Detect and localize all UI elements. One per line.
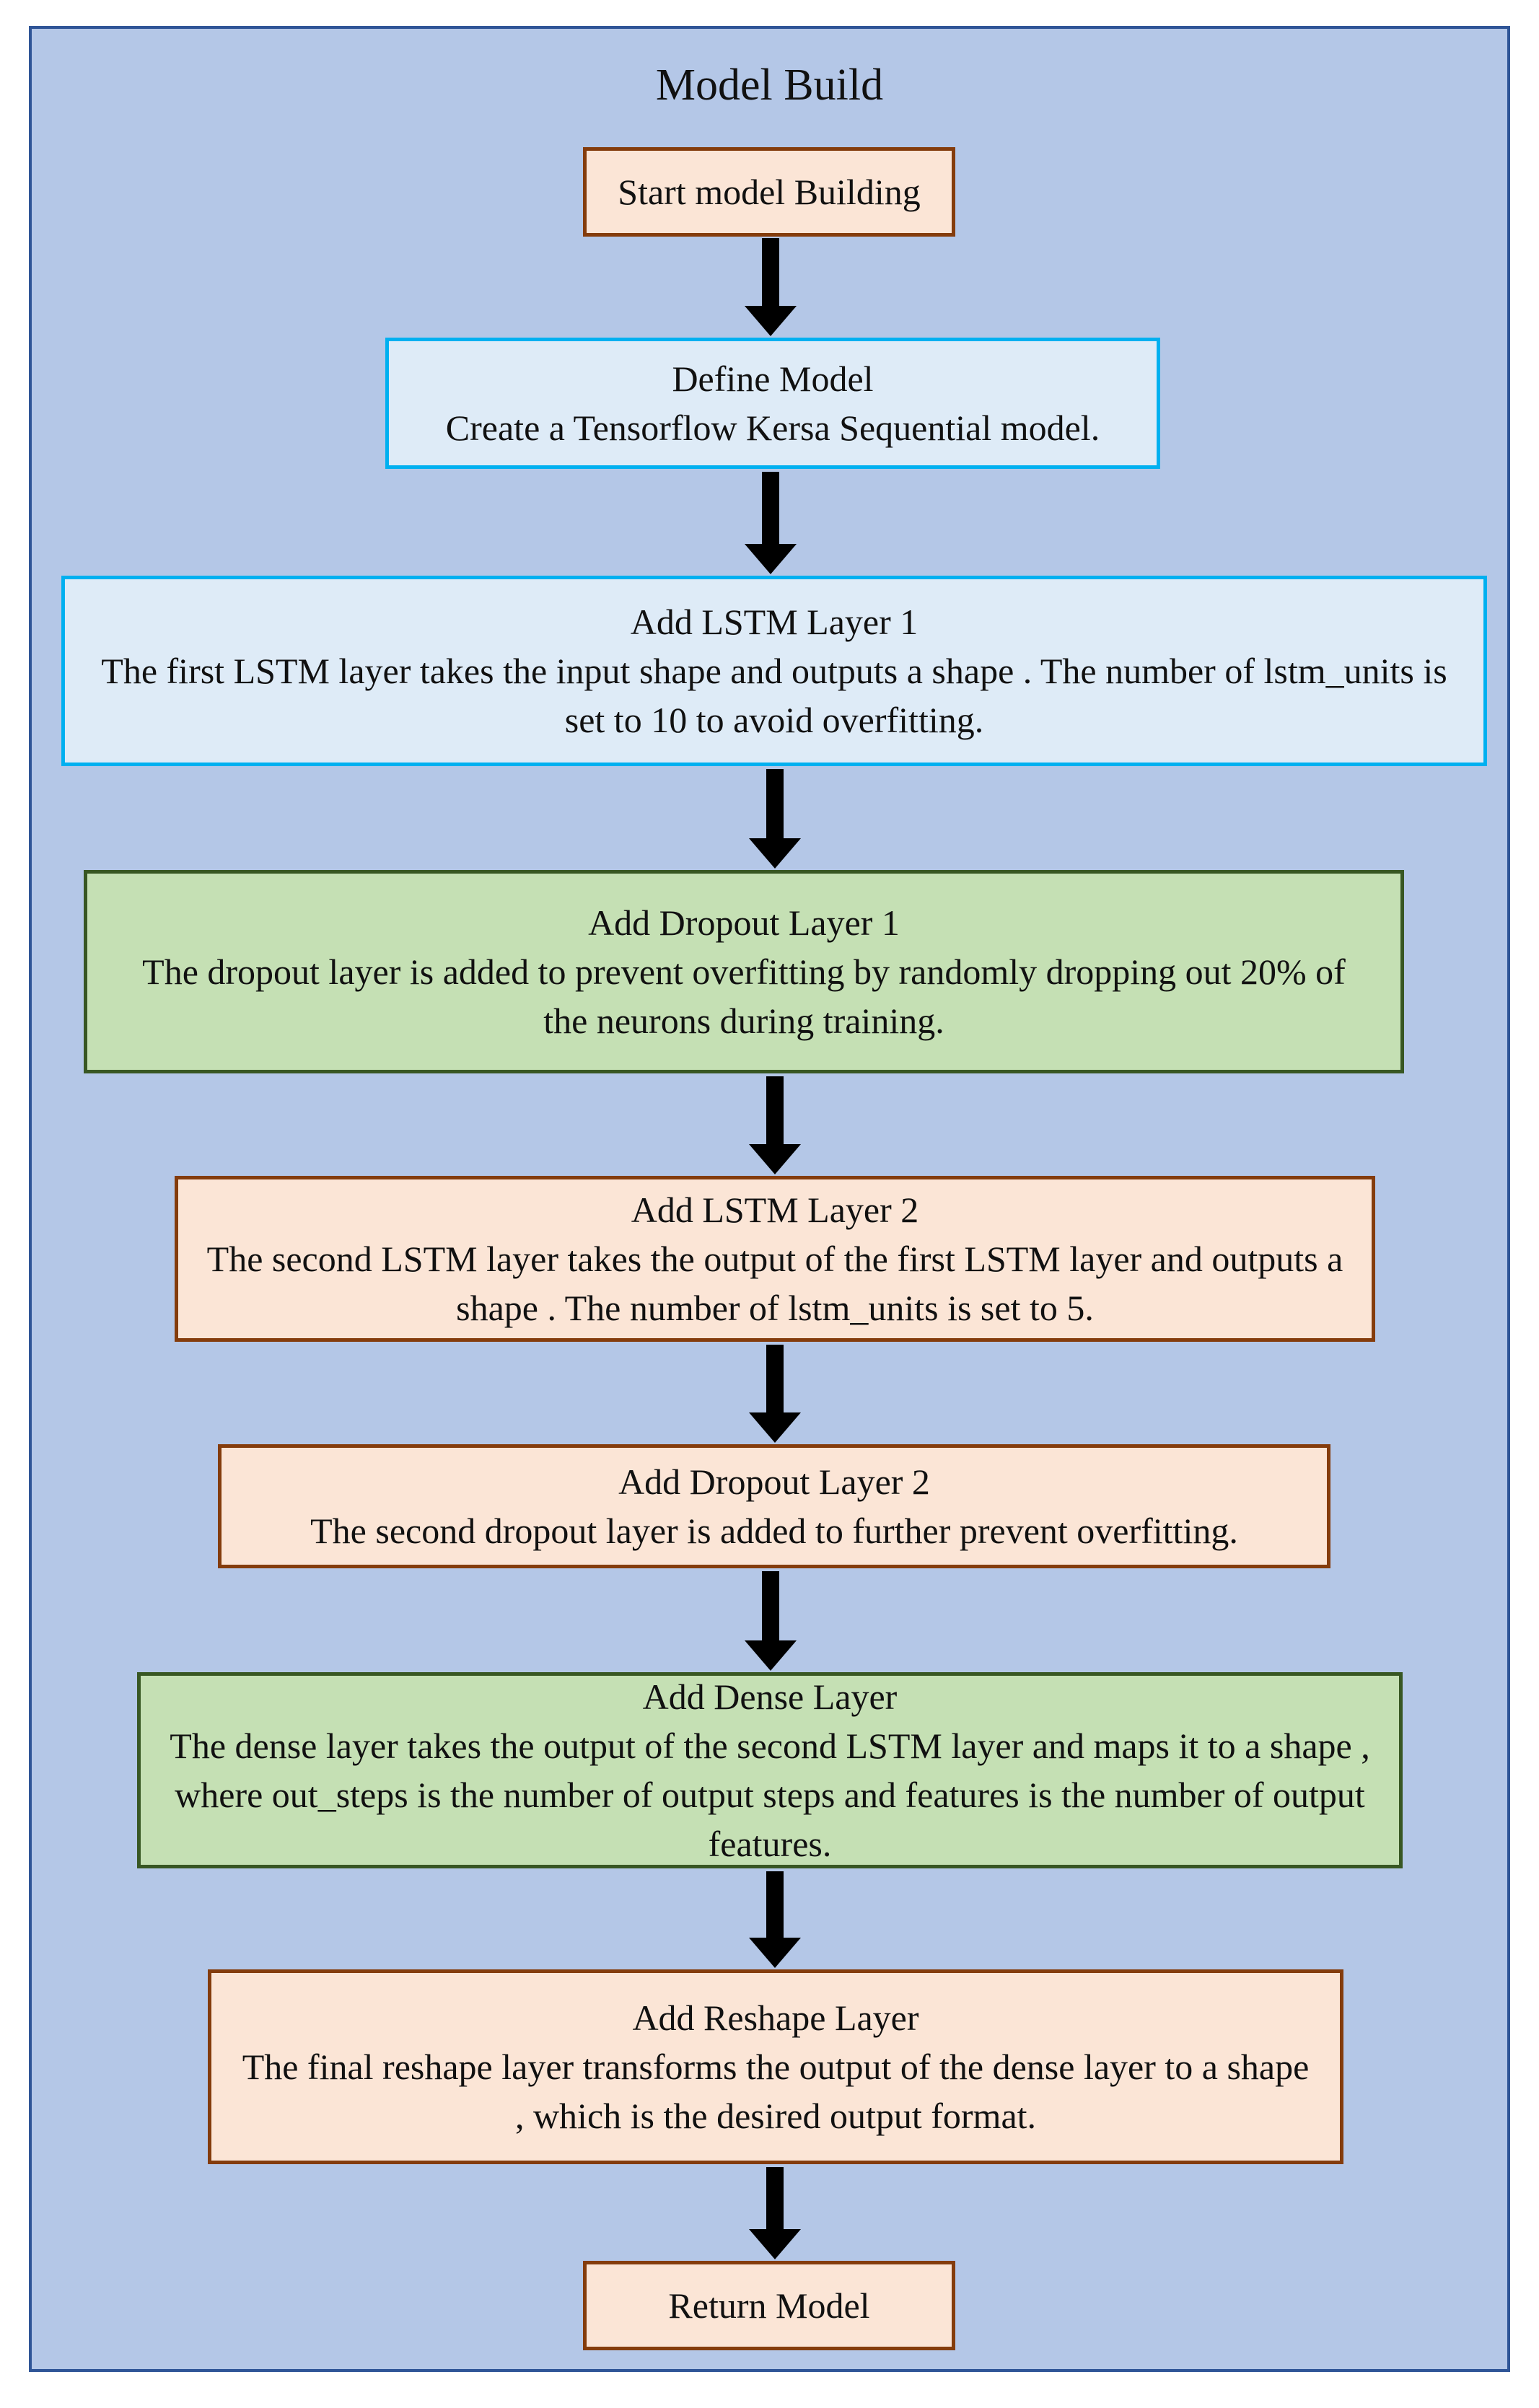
step-title: Add LSTM Layer 2 (631, 1190, 919, 1230)
arrow-5 (749, 1345, 801, 1443)
step-title: Add Dropout Layer 1 (588, 902, 900, 943)
step-title: Add Dropout Layer 2 (618, 1462, 930, 1502)
step-description: Create a Tensorflow Kersa Sequential mod… (445, 408, 1100, 448)
step-title: Define Model (672, 359, 874, 399)
step-title: Add Reshape Layer (632, 1998, 919, 2038)
arrow-1 (745, 238, 797, 336)
step-return-model: Return Model (583, 2261, 955, 2350)
arrow-3 (749, 769, 801, 869)
diagram-title: Model Build (655, 61, 884, 110)
arrow-2 (745, 472, 797, 574)
step-add-dropout-layer-1: Add Dropout Layer 1 The dropout layer is… (84, 870, 1404, 1073)
arrow-7 (749, 1871, 801, 1968)
step-description: The dropout layer is added to prevent ov… (142, 952, 1346, 1041)
arrow-8 (749, 2167, 801, 2259)
step-description: The first LSTM layer takes the input sha… (101, 651, 1447, 740)
step-description: The final reshape layer transforms the o… (242, 2047, 1310, 2136)
step-title: Add LSTM Layer 1 (630, 602, 918, 642)
step-title: Start model Building (618, 172, 921, 212)
step-title: Add Dense Layer (642, 1677, 898, 1717)
step-define-model: Define Model Create a Tensorflow Kersa S… (385, 338, 1160, 469)
arrow-4 (749, 1076, 801, 1174)
step-description: The second dropout layer is added to fur… (310, 1511, 1238, 1551)
step-title: Return Model (668, 2285, 870, 2326)
step-start-model-building: Start model Building (583, 147, 955, 237)
step-add-dropout-layer-2: Add Dropout Layer 2 The second dropout l… (218, 1444, 1330, 1568)
step-description: The second LSTM layer takes the output o… (206, 1239, 1343, 1328)
step-description: The dense layer takes the output of the … (170, 1726, 1370, 1864)
step-add-reshape-layer: Add Reshape Layer The final reshape laye… (208, 1969, 1343, 2164)
step-add-lstm-layer-2: Add LSTM Layer 2 The second LSTM layer t… (175, 1176, 1375, 1342)
step-add-dense-layer: Add Dense Layer The dense layer takes th… (137, 1672, 1403, 1868)
arrow-6 (745, 1571, 797, 1671)
step-add-lstm-layer-1: Add LSTM Layer 1 The first LSTM layer ta… (61, 576, 1487, 766)
